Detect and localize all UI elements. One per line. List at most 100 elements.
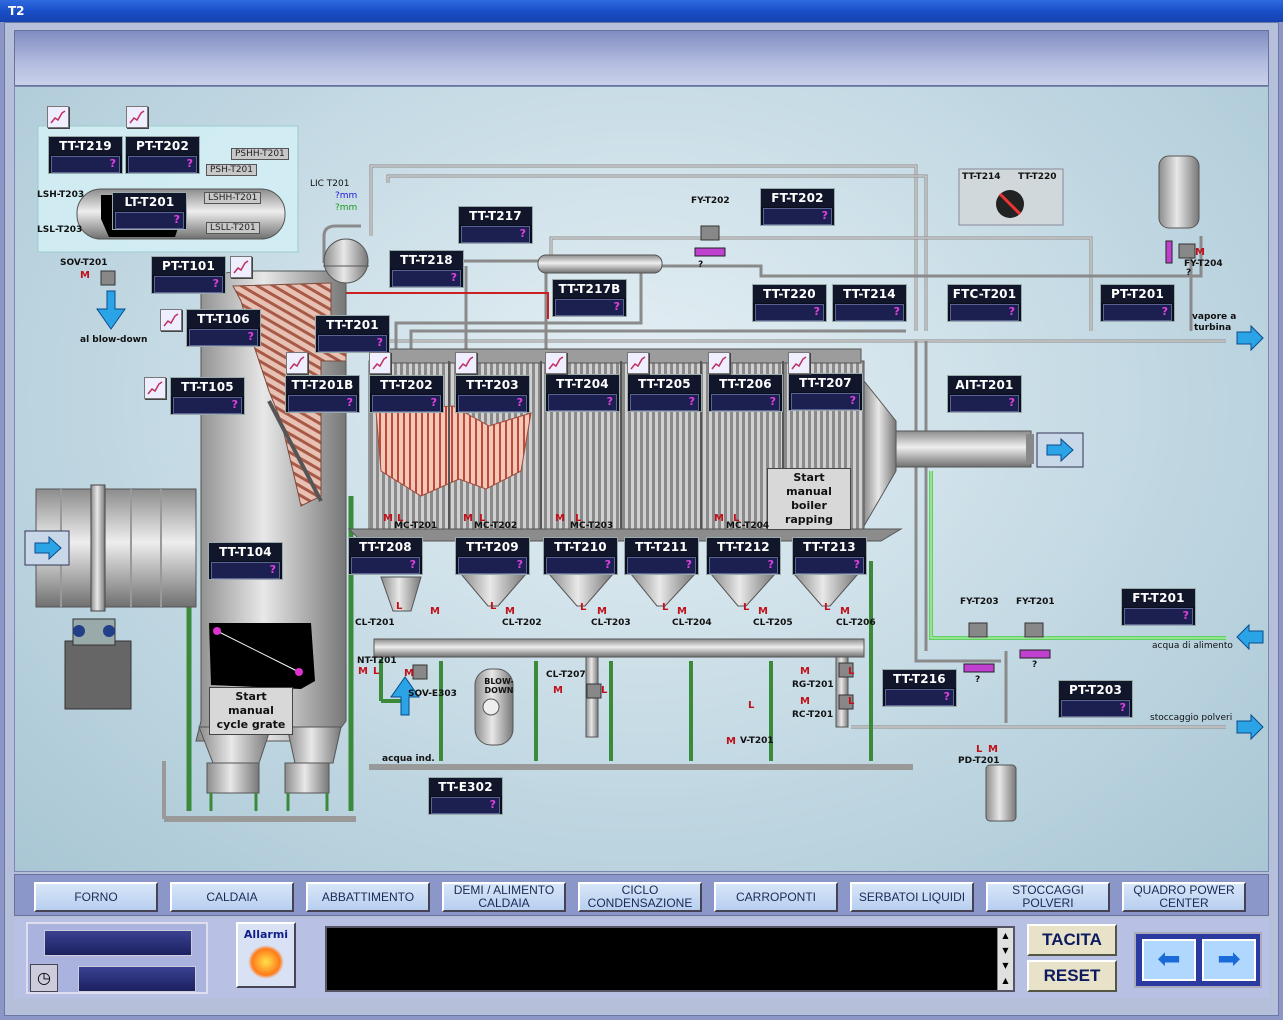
equipment-tag: CL-T205 <box>753 618 793 628</box>
trend-chart-icon[interactable] <box>286 352 308 374</box>
instrument-label: PT-T202 <box>126 137 199 155</box>
instrument-ait-t201[interactable]: AIT-T201? <box>947 375 1022 413</box>
instrument-ftc-t201[interactable]: FTC-T201? <box>947 284 1022 322</box>
trend-chart-icon[interactable] <box>126 106 148 128</box>
clock-icon: ◷ <box>30 964 58 992</box>
alarm-list: ▲▼▼▲ <box>325 926 1015 992</box>
instrument-tt-t201b[interactable]: TT-T201B? <box>285 375 360 413</box>
instrument-tt-t208[interactable]: TT-T208? <box>348 537 423 575</box>
instrument-tt-t106[interactable]: TT-T106? <box>186 309 261 347</box>
nav-carroponti-button[interactable]: CARROPONTI <box>714 882 838 912</box>
instrument-tt-e302[interactable]: TT-E302? <box>428 777 503 815</box>
instrument-tt-t219[interactable]: TT-T219? <box>48 136 123 174</box>
limit-marker: L <box>848 696 855 707</box>
equipment-tag: LSL-T203 <box>37 225 83 235</box>
instrument-tt-t212[interactable]: TT-T212? <box>706 537 781 575</box>
equipment-tag: RG-T201 <box>792 680 834 690</box>
instrument-tt-t210[interactable]: TT-T210? <box>543 537 618 575</box>
instrument-tt-t214[interactable]: TT-T214? <box>832 284 907 322</box>
instrument-lt-t201[interactable]: LT-T201? <box>112 192 187 230</box>
instrument-tt-t209[interactable]: TT-T209? <box>455 537 530 575</box>
equipment-tag: FY-T201 <box>1016 597 1055 607</box>
nav-abbattimento-button[interactable]: ABBATTIMENTO <box>306 882 430 912</box>
instrument-value: ? <box>555 299 624 316</box>
equipment-tag: RC-T201 <box>792 710 834 720</box>
instrument-tt-t202[interactable]: TT-T202? <box>369 375 444 413</box>
instrument-value: ? <box>318 335 387 352</box>
instrument-ft-t202[interactable]: FT-T202? <box>760 188 835 226</box>
trend-chart-icon[interactable] <box>144 377 166 399</box>
instrument-ft-t201[interactable]: FT-T201? <box>1121 588 1196 626</box>
trend-chart-icon[interactable] <box>230 256 252 278</box>
trend-chart-icon[interactable] <box>160 309 182 331</box>
instrument-tt-t220[interactable]: TT-T220? <box>752 284 827 322</box>
boiler-rapping-button[interactable]: Start manual boiler rapping <box>767 468 851 530</box>
instrument-pt-t201[interactable]: PT-T201? <box>1100 284 1175 322</box>
nav-demi-button[interactable]: DEMI / ALIMENTO CALDAIA <box>442 882 566 912</box>
instrument-pt-t202[interactable]: PT-T202? <box>125 136 200 174</box>
instrument-value: ? <box>627 557 696 574</box>
instrument-tt-t203[interactable]: TT-T203? <box>455 375 530 413</box>
alarm-list-scrollbar[interactable]: ▲▼▼▲ <box>997 928 1013 990</box>
instrument-tt-t217b[interactable]: TT-T217B? <box>552 279 627 317</box>
alarm-bell-icon <box>248 945 284 979</box>
trend-chart-icon[interactable] <box>369 352 391 374</box>
instrument-tt-t218[interactable]: TT-T218? <box>389 250 464 288</box>
instrument-label: TT-T203 <box>456 376 529 394</box>
switch-tag: PSHH-T201 <box>231 148 289 160</box>
flow-label: stoccaggio polveri <box>1150 713 1233 723</box>
instrument-pt-t203[interactable]: PT-T203? <box>1058 680 1133 718</box>
equipment-tag: SOV-T201 <box>60 258 108 268</box>
equipment-tag: TT-T214 <box>962 172 1001 182</box>
instrument-value: ? <box>288 395 357 412</box>
forward-arrow-icon[interactable]: ➡ <box>1202 939 1256 981</box>
navigation-bar: FORNO CALDAIA ABBATTIMENTO DEMI / ALIMENTO … <box>14 874 1269 916</box>
alarms-button[interactable]: Allarmi <box>236 922 296 988</box>
tacita-button[interactable]: TACITA <box>1027 924 1117 956</box>
nav-ciclo-button[interactable]: CICLO CONDENSAZIONE <box>578 882 702 912</box>
instrument-tt-t201[interactable]: TT-T201? <box>315 315 390 353</box>
nav-forno-button[interactable]: FORNO <box>34 882 158 912</box>
nav-serbatoi-button[interactable]: SERBATOI LIQUIDI <box>850 882 974 912</box>
instrument-tt-t204[interactable]: TT-T204? <box>545 374 620 412</box>
instrument-tt-t206[interactable]: TT-T206? <box>708 374 783 412</box>
instrument-value: ? <box>546 557 615 574</box>
instrument-label: TT-E302 <box>429 778 502 796</box>
status-panel: ◷ <box>26 922 208 994</box>
nav-stoccaggi-button[interactable]: STOCCAGGI POLVERI <box>986 882 1110 912</box>
instrument-label: TT-T217B <box>553 280 626 298</box>
motor-marker: M <box>505 606 515 617</box>
motor-marker: M <box>383 513 393 524</box>
reset-button[interactable]: RESET <box>1027 960 1117 992</box>
instrument-tt-t216[interactable]: TT-T216? <box>882 669 957 707</box>
motor-marker: M <box>1195 247 1205 258</box>
instrument-tt-t211[interactable]: TT-T211? <box>624 537 699 575</box>
nav-caldaia-button[interactable]: CALDAIA <box>170 882 294 912</box>
blowdown-label: BLOW-DOWN <box>484 677 514 695</box>
trend-chart-icon[interactable] <box>455 352 477 374</box>
fy-t201-value: ? <box>1032 660 1038 670</box>
instrument-value: ? <box>431 797 500 814</box>
instrument-tt-t205[interactable]: TT-T205? <box>627 374 702 412</box>
instrument-value: ? <box>1061 700 1130 717</box>
instrument-label: TT-T217 <box>459 207 532 225</box>
instrument-tt-t213[interactable]: TT-T213? <box>792 537 867 575</box>
nav-quadro-button[interactable]: QUADRO POWER CENTER <box>1122 882 1246 912</box>
limit-marker: L <box>396 601 403 612</box>
instrument-tt-t104[interactable]: TT-T104? <box>208 542 283 580</box>
cycle-grate-button[interactable]: Start manual cycle grate <box>209 687 293 735</box>
instrument-label: FT-T202 <box>761 189 834 207</box>
limit-marker: L <box>733 513 740 524</box>
instrument-value: ? <box>950 395 1019 412</box>
trend-chart-icon[interactable] <box>788 352 810 374</box>
trend-chart-icon[interactable] <box>708 352 730 374</box>
back-arrow-icon[interactable]: ⬅ <box>1142 939 1196 981</box>
trend-chart-icon[interactable] <box>47 106 69 128</box>
trend-chart-icon[interactable] <box>627 352 649 374</box>
instrument-pt-t101[interactable]: PT-T101? <box>151 256 226 294</box>
instrument-tt-t105[interactable]: TT-T105? <box>170 377 245 415</box>
instrument-tt-t207[interactable]: TT-T207? <box>788 373 863 411</box>
instrument-tt-t217[interactable]: TT-T217? <box>458 206 533 244</box>
trend-chart-icon[interactable] <box>545 352 567 374</box>
fy-t204-value: ? <box>1186 268 1192 278</box>
